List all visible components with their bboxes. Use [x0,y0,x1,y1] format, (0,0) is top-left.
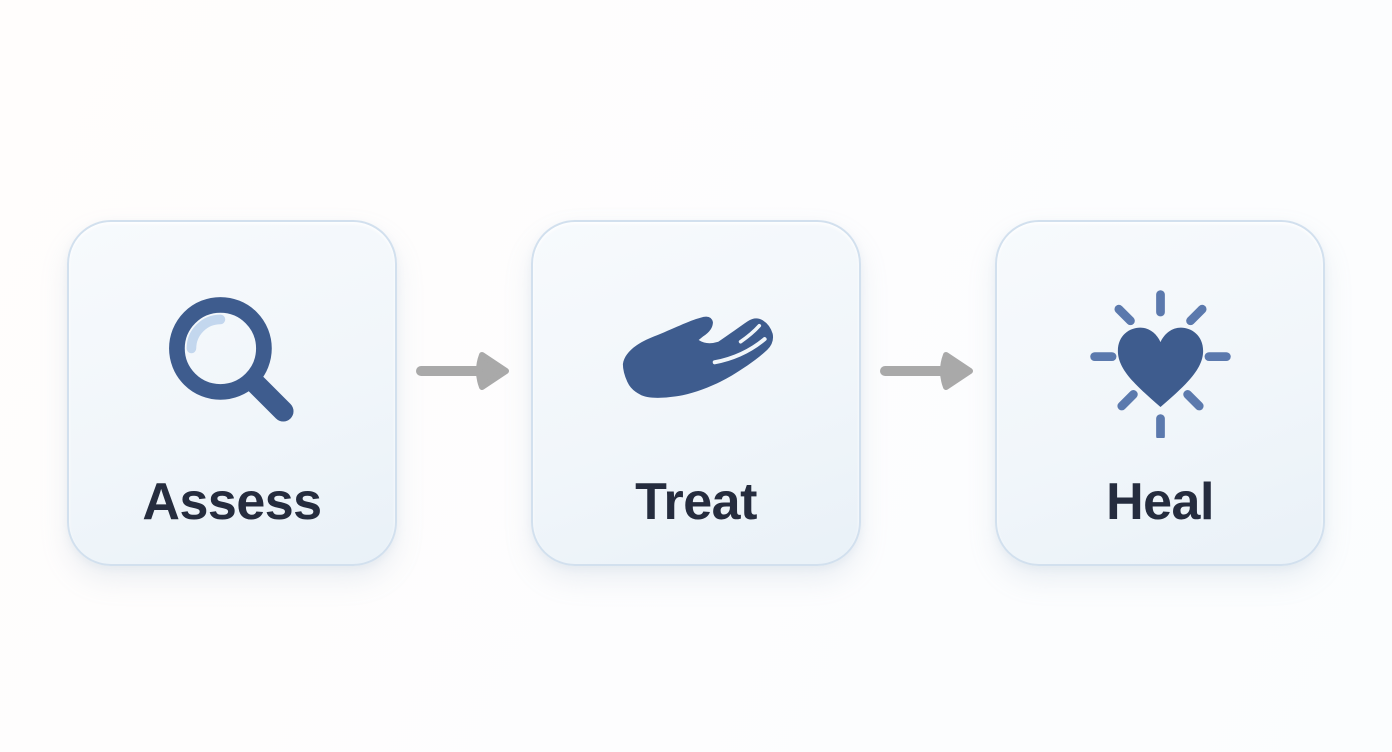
flow-row: Assess Treat [67,220,1325,566]
step-card-treat: Treat [531,220,861,566]
arrow-right-icon [397,349,531,393]
step-card-heal: Heal [995,220,1325,566]
step-label-heal: Heal [1106,473,1214,531]
search-icon [160,284,305,436]
step-label-assess: Assess [142,473,322,531]
giving-hand-icon [611,284,781,436]
step-card-assess: Assess [67,220,397,566]
radiant-heart-icon [1083,284,1238,438]
arrow-right-icon [861,349,995,393]
step-label-treat: Treat [635,473,757,531]
